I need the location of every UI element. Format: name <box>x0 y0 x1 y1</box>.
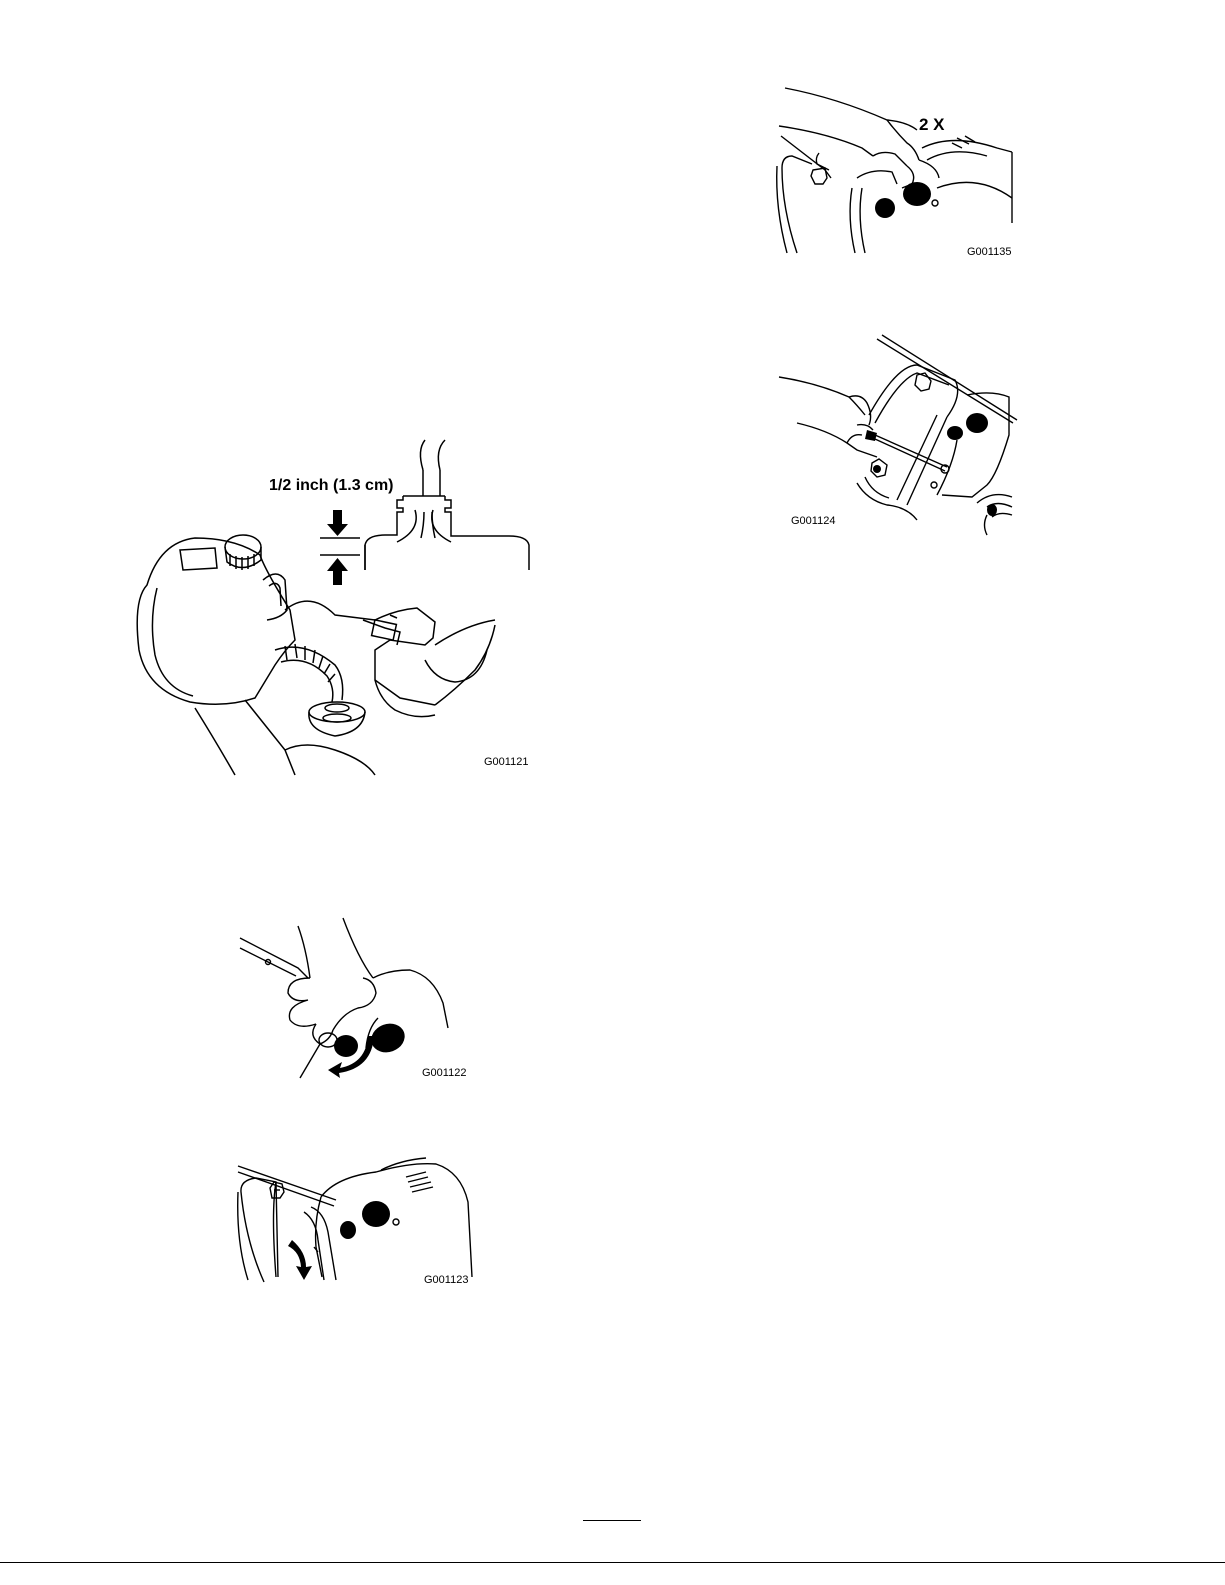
figure-remove-dipstick: G001122 <box>238 918 478 1083</box>
figure-code: G001122 <box>422 1067 466 1079</box>
figure-handle-fold: G001123 <box>236 1152 481 1285</box>
figure-callout-oil-depth: 1/2 inch (1.3 cm) <box>269 477 394 495</box>
check-oil-level-illustration <box>777 88 1027 263</box>
read-dipstick-illustration <box>777 335 1027 535</box>
remove-dipstick-illustration <box>238 918 478 1083</box>
figure-read-dipstick: G001124 <box>777 335 1027 535</box>
figure-oil-fill: 1/2 inch (1.3 cm) G001121 <box>135 450 545 775</box>
page-bottom-rule <box>0 1562 1225 1563</box>
figure-code: G001123 <box>424 1274 468 1286</box>
figure-callout-repeat: 2 X <box>919 115 945 135</box>
figure-code: G001135 <box>967 246 1011 258</box>
figure-code: G001124 <box>791 515 835 527</box>
handle-fold-illustration <box>236 1152 481 1285</box>
figure-check-oil-level: 2 X G001135 <box>777 88 1027 263</box>
footer-rule <box>583 1520 641 1521</box>
figure-code: G001121 <box>484 756 528 768</box>
oil-fill-illustration <box>135 450 545 775</box>
